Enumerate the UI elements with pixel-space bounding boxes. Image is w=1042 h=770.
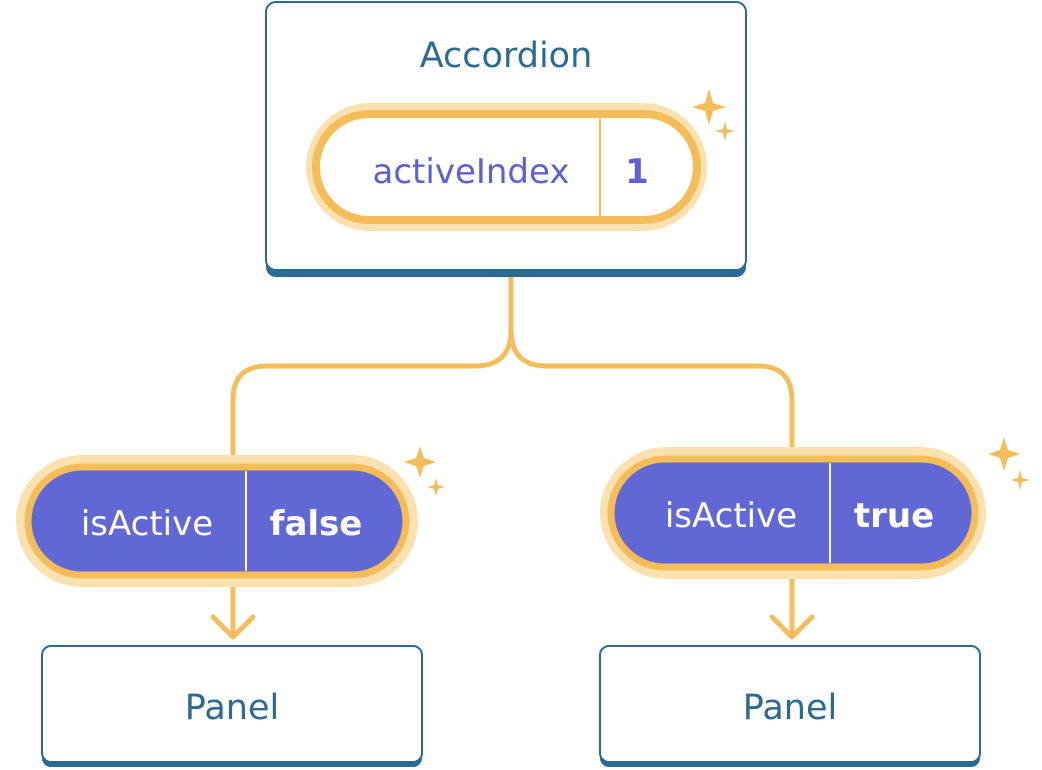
connector-trunk: [230, 274, 514, 461]
right-panel-component: Panel: [599, 645, 981, 767]
right-prop-pill: isActive true: [600, 447, 986, 579]
state-key: activeIndex: [373, 152, 570, 192]
sparkle-icon: [404, 446, 445, 496]
active-index-state-pill: activeIndex 1: [306, 103, 707, 231]
left-prop-pill: isActive false: [16, 455, 418, 587]
arrow-down-icon: [210, 614, 256, 640]
accordion-title: Accordion: [420, 36, 593, 76]
prop-value: false: [270, 504, 363, 544]
panel-title: Panel: [185, 688, 279, 728]
prop-key: isActive: [81, 504, 213, 544]
connector-right-branch: [508, 327, 795, 453]
panel-title: Panel: [743, 688, 837, 728]
state-value: 1: [625, 152, 649, 192]
accordion-component: Accordion activeIndex 1: [265, 1, 747, 277]
left-panel-component: Panel: [41, 645, 423, 767]
prop-pill: [24, 463, 410, 579]
connector-lines: [210, 274, 815, 640]
panel-box: [599, 645, 981, 763]
prop-value: true: [854, 496, 934, 536]
arrow-down-icon: [769, 614, 815, 640]
prop-pill: [607, 455, 979, 571]
state-pill: [312, 110, 701, 224]
panel-box: [41, 645, 423, 763]
prop-key: isActive: [665, 496, 797, 536]
sparkle-icon: [692, 89, 735, 141]
sparkle-icon: [988, 437, 1030, 490]
